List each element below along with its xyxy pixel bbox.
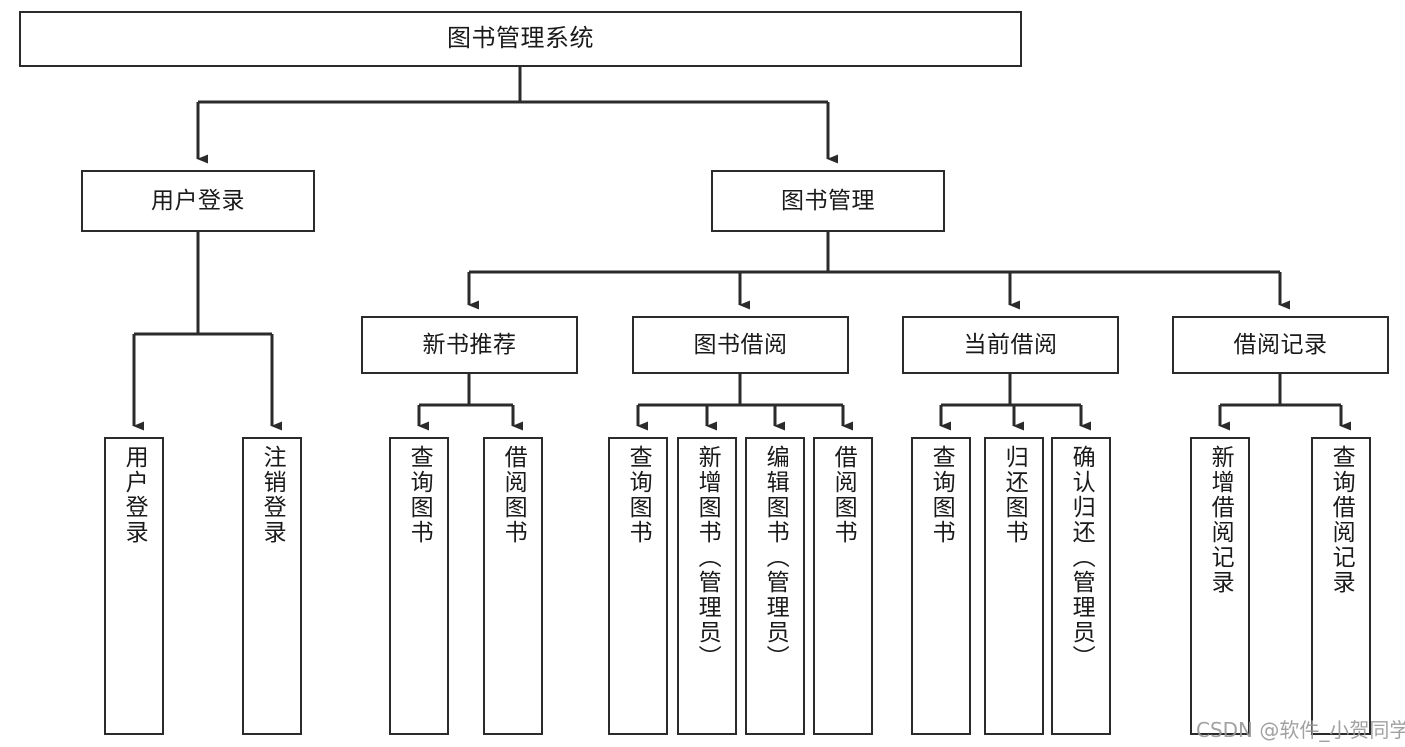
node-label-leaf-confirm-return: 确认归还（管理员） — [1068, 445, 1095, 670]
node-label-leaf-return-book: 归还图书 — [1001, 445, 1028, 545]
node-leaf-return-book[interactable]: 归还图书 — [984, 437, 1044, 735]
node-leaf-query-book-recommend[interactable]: 查询图书 — [389, 437, 449, 735]
node-label-leaf-query-book-borrow: 查询图书 — [625, 445, 652, 545]
node-user-login[interactable]: 用户登录 — [81, 170, 315, 232]
node-leaf-add-borrow-record[interactable]: 新增借阅记录 — [1190, 437, 1250, 735]
node-leaf-query-borrow-record[interactable]: 查询借阅记录 — [1311, 437, 1371, 735]
node-label-book-manage: 图书管理 — [781, 187, 875, 214]
node-label-current-borrow: 当前借阅 — [963, 331, 1058, 358]
node-label-leaf-add-book: 新增图书（管理员） — [694, 445, 721, 670]
node-leaf-add-book[interactable]: 新增图书（管理员） — [677, 437, 737, 735]
node-label-leaf-add-borrow-record: 新增借阅记录 — [1207, 445, 1234, 595]
node-label-leaf-edit-book: 编辑图书（管理员） — [762, 445, 789, 670]
node-leaf-query-book-borrow[interactable]: 查询图书 — [608, 437, 668, 735]
node-label-root: 图书管理系统 — [447, 24, 594, 53]
node-root[interactable]: 图书管理系统 — [19, 11, 1022, 67]
node-label-leaf-user-login: 用户登录 — [121, 445, 148, 545]
node-leaf-confirm-return[interactable]: 确认归还（管理员） — [1051, 437, 1111, 735]
node-label-borrow-record: 借阅记录 — [1233, 331, 1328, 358]
node-label-leaf-query-book-recommend: 查询图书 — [406, 445, 433, 545]
node-leaf-user-logout[interactable]: 注销登录 — [242, 437, 302, 735]
node-leaf-query-book-current[interactable]: 查询图书 — [911, 437, 971, 735]
node-label-book-borrow: 图书借阅 — [693, 331, 788, 358]
node-book-manage[interactable]: 图书管理 — [711, 170, 945, 232]
node-label-new-book-recommend: 新书推荐 — [422, 331, 517, 358]
node-label-leaf-borrow-book-recommend: 借阅图书 — [500, 445, 527, 545]
node-leaf-user-login[interactable]: 用户登录 — [104, 437, 164, 735]
node-new-book-recommend[interactable]: 新书推荐 — [361, 316, 578, 374]
node-book-borrow[interactable]: 图书借阅 — [632, 316, 849, 374]
node-label-leaf-query-borrow-record: 查询借阅记录 — [1328, 445, 1355, 595]
node-label-leaf-borrow-book: 借阅图书 — [830, 445, 857, 545]
node-label-user-login: 用户登录 — [151, 187, 245, 214]
node-current-borrow[interactable]: 当前借阅 — [902, 316, 1119, 374]
node-leaf-edit-book[interactable]: 编辑图书（管理员） — [745, 437, 805, 735]
node-label-leaf-user-logout: 注销登录 — [259, 445, 286, 545]
node-borrow-record[interactable]: 借阅记录 — [1172, 316, 1389, 374]
watermark-label: CSDN @软件_小贺同学 — [1196, 718, 1405, 742]
node-label-leaf-query-book-current: 查询图书 — [928, 445, 955, 545]
node-leaf-borrow-book[interactable]: 借阅图书 — [813, 437, 873, 735]
node-leaf-borrow-book-recommend[interactable]: 借阅图书 — [483, 437, 543, 735]
